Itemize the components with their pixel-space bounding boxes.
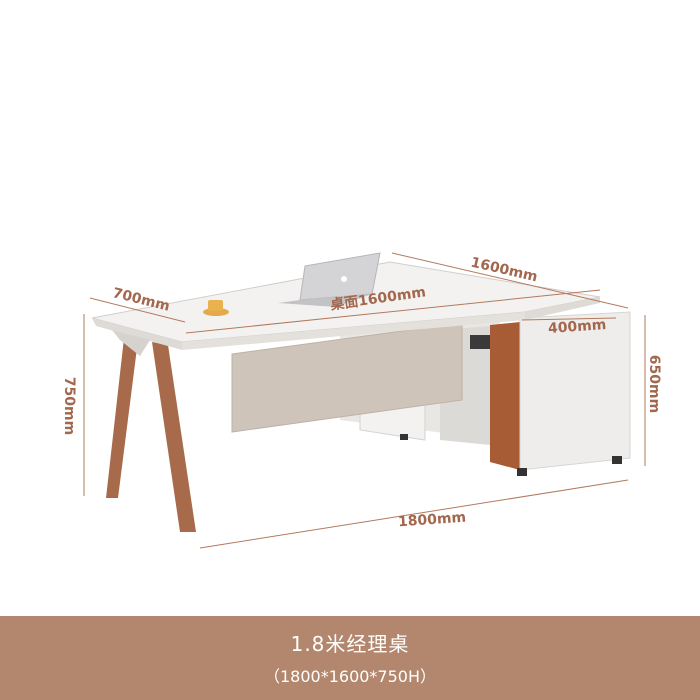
product-banner: 1.8米经理桌 （1800*1600*750H） — [0, 616, 700, 700]
product-size: （1800*1600*750H） — [263, 667, 436, 686]
a-frame-leg — [106, 338, 196, 532]
coffee-cup — [203, 300, 229, 316]
laptop — [278, 252, 381, 307]
modesty-panel — [231, 322, 463, 433]
dimension-cabinet-height: 650mm — [646, 354, 663, 414]
dimension-lines — [83, 252, 646, 549]
product-title: 1.8米经理桌 — [290, 632, 410, 656]
dimension-desk-height: 750mm — [61, 376, 78, 436]
